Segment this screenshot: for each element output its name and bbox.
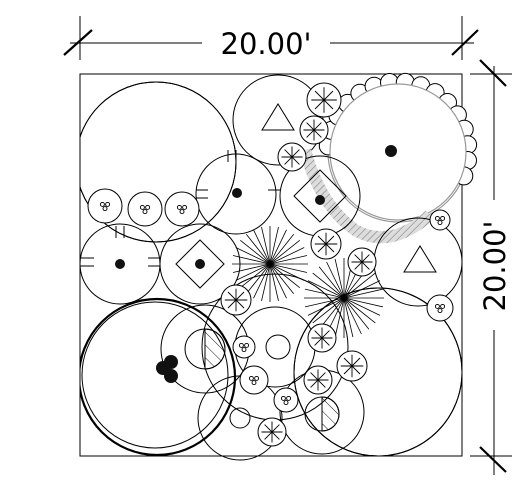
small-shrub (429, 209, 451, 231)
right-dimension-tick-top (479, 59, 507, 87)
shrub-cross (299, 115, 329, 145)
shrub-cross (303, 365, 333, 395)
shrub-cross (336, 350, 368, 382)
top-dimension-tick-left (63, 29, 93, 56)
scalloped-tree-canopy (318, 72, 478, 223)
ornamental-grass-starbursts (232, 226, 384, 338)
small-shrubs-three-dots (87, 188, 454, 413)
small-shrub (232, 335, 256, 359)
small-shrub (164, 191, 200, 227)
tree-trunk-dot (385, 145, 397, 157)
shrubs-with-cross (220, 82, 377, 447)
small-shrub (273, 387, 299, 413)
small-shrub (239, 365, 269, 395)
shrub-cross (220, 284, 252, 316)
small-shrub (426, 294, 454, 322)
right-dimension-label: 20.00' (478, 221, 512, 312)
small-shrub (87, 188, 123, 224)
starburst-shrub (304, 258, 384, 338)
shrub-cross (257, 417, 287, 447)
starburst-shrub (232, 226, 308, 302)
bold-tree-canopy (80, 297, 237, 456)
small-shrub (127, 191, 163, 227)
shrub-cross (306, 82, 342, 118)
shrub-cross (310, 228, 342, 260)
shrub-cross (277, 142, 307, 172)
top-dimension-label: 20.00' (221, 27, 312, 61)
shrub-cross (307, 323, 337, 353)
top-dimension: 20.00' (63, 16, 479, 61)
right-dimension: 20.00' (470, 59, 512, 475)
shrub-cross (347, 247, 377, 277)
hedge-band (299, 148, 434, 244)
right-dimension-tick-bottom (479, 446, 507, 473)
top-dimension-tick-right (451, 29, 479, 56)
